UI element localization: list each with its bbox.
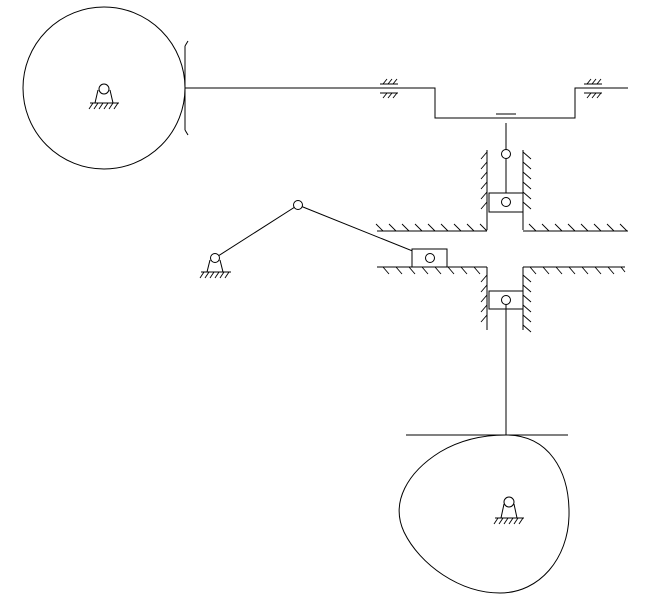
crank-ground-joint [210, 253, 220, 263]
lower-slider [488, 290, 524, 310]
cam-pivot-support [493, 496, 524, 525]
flat-follower [406, 305, 568, 436]
channel-top-wall [375, 223, 628, 232]
disk-pivot-support [88, 83, 119, 110]
rod-bearing-right [584, 78, 602, 99]
lower-vertical-guide-right [522, 267, 532, 333]
horizontal-rod [185, 87, 628, 119]
disk-pivot-joint [98, 83, 110, 95]
eccentric-disk [22, 6, 186, 170]
upper-slider-joint [501, 197, 511, 207]
lower-vertical-guide-left [480, 267, 488, 330]
cam-pivot-joint [503, 496, 515, 508]
crank-links [214, 204, 431, 259]
rod-bearing-left [380, 78, 398, 99]
cam-profile [398, 434, 570, 594]
coupler-link [297, 204, 431, 259]
upper-vertical-guide-right [522, 150, 532, 230]
crank-coupler-joint [293, 200, 303, 210]
rod-connector [496, 113, 516, 154]
lower-slider-joint [501, 295, 511, 305]
crank-ground-support [199, 259, 231, 279]
upper-vertical-guide-left [480, 150, 488, 230]
upper-slider [488, 149, 524, 213]
upper-slider-top-joint [501, 149, 511, 159]
horizontal-slider-joint [425, 253, 435, 263]
cam [398, 434, 570, 594]
horizontal-slider [411, 248, 448, 268]
crank-link [214, 204, 299, 259]
channel-bottom-wall [377, 266, 626, 275]
